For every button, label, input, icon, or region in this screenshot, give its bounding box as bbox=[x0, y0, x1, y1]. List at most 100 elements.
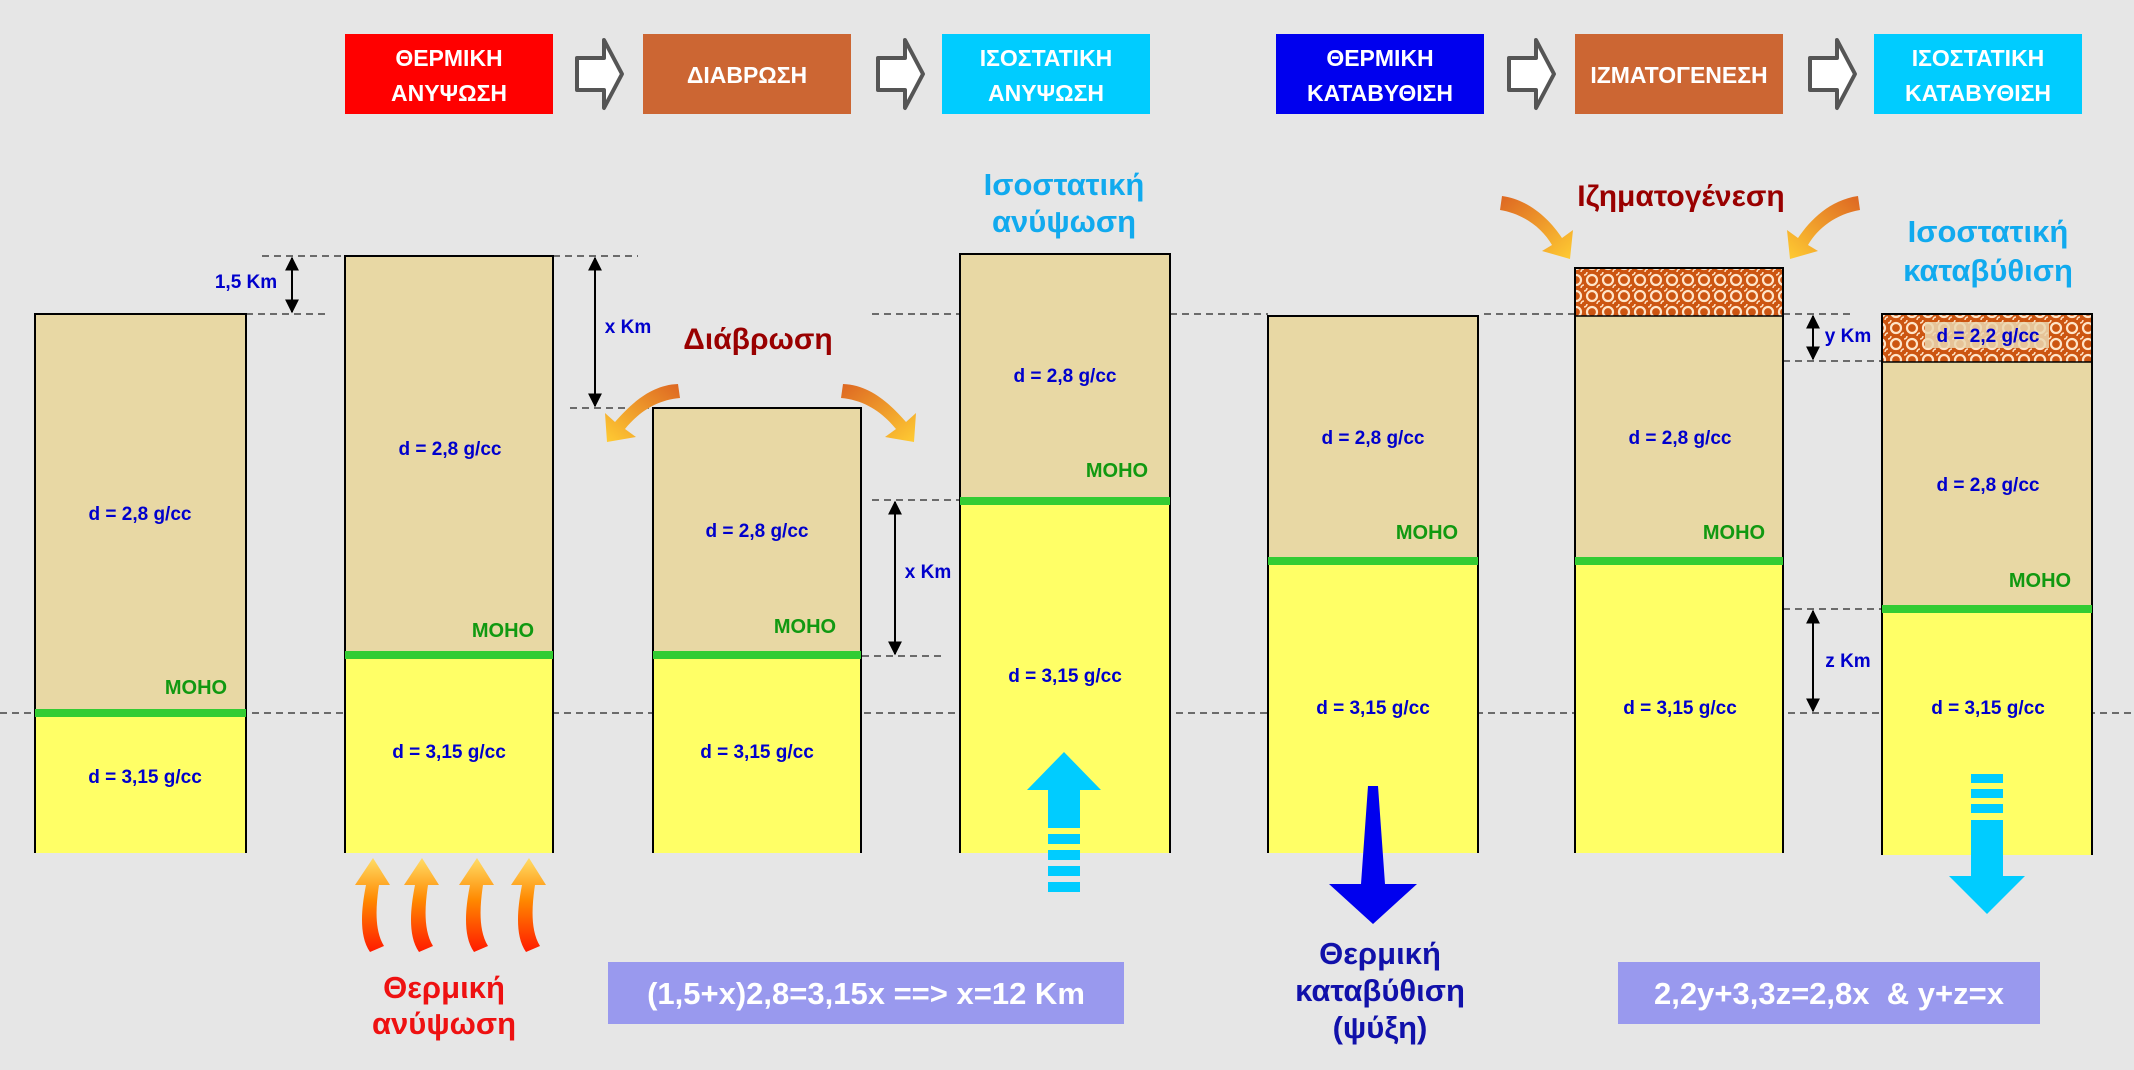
process-box-thermal-uplift-line2: ΑΝΥΨΩΣΗ bbox=[391, 80, 507, 106]
column-1-initial: d = 2,8 g/cc MOHO d = 3,15 g/cc bbox=[34, 313, 247, 853]
column-1-mantle-density: d = 3,15 g/cc bbox=[88, 767, 202, 788]
process-box-isostatic-subsidence-line2: ΚΑΤΑΒΥΘΙΣΗ bbox=[1905, 80, 2051, 106]
column-5-moho-label: MOHO bbox=[1396, 522, 1458, 544]
column-3-mantle-density: d = 3,15 g/cc bbox=[700, 742, 814, 763]
sedimentation-annotation: Ιζηματογένεση bbox=[1577, 180, 1784, 213]
column-5-crust bbox=[1268, 316, 1478, 562]
formula-box-uplift-bg bbox=[608, 962, 1124, 1024]
process-box-isostatic-subsidence: ΙΣΟΣΤΑΤΙΚΗ ΚΑΤΑΒΥΘΙΣΗ bbox=[1874, 34, 2082, 114]
process-box-erosion-bg bbox=[643, 34, 851, 114]
column-3-moho-label: MOHO bbox=[774, 616, 836, 638]
erosion-arrow-left-icon bbox=[605, 384, 680, 442]
column-1-moho-label: MOHO bbox=[165, 677, 227, 699]
column-4-moho-line bbox=[960, 497, 1170, 505]
column-2-crust bbox=[345, 256, 553, 656]
sedimentation-arrow-right-icon bbox=[1787, 196, 1860, 259]
column-3-moho-line bbox=[653, 651, 861, 659]
column-4-crust-density: d = 2,8 g/cc bbox=[1014, 366, 1117, 387]
column-1-crust-density: d = 2,8 g/cc bbox=[89, 504, 192, 525]
process-box-sedimentation-line1: ΙΖΜΑΤΟΓΕΝΕΣΗ bbox=[1590, 62, 1767, 88]
formula-box-uplift: (1,5+x)2,8=3,15x ==> x=12 Km bbox=[608, 962, 1124, 1024]
process-box-isostatic-uplift: ΙΣΟΣΤΑΤΙΚΗ ΑΝΥΨΩΣΗ bbox=[942, 34, 1150, 114]
column-2-crust-density: d = 2,8 g/cc bbox=[399, 439, 502, 460]
dim-z-label: z Km bbox=[1825, 651, 1870, 672]
column-7-moho-line bbox=[1882, 605, 2092, 613]
process-box-thermal-subsidence: ΘΕΡΜΙΚΗ ΚΑΤΑΒΥΘΙΣΗ bbox=[1276, 34, 1484, 114]
column-5-crust-density: d = 2,8 g/cc bbox=[1322, 428, 1425, 449]
column-2-moho-line bbox=[345, 651, 553, 659]
column-2-thermal-uplift: d = 2,8 g/cc MOHO d = 3,15 g/cc bbox=[344, 255, 554, 853]
column-6-crust-density: d = 2,8 g/cc bbox=[1629, 428, 1732, 449]
column-6-sedimentation: d = 2,8 g/cc MOHO d = 3,15 g/cc bbox=[1574, 267, 1784, 853]
isostatic-uplift-annotation-line1: Ισοστατική bbox=[984, 167, 1145, 202]
column-7-moho-label: MOHO bbox=[2009, 570, 2071, 592]
heat-arrow-1-icon bbox=[355, 858, 390, 952]
column-1-mantle bbox=[35, 713, 246, 853]
column-7-crust-density: d = 2,8 g/cc bbox=[1937, 475, 2040, 496]
column-4-moho-label: MOHO bbox=[1086, 460, 1148, 482]
process-box-thermal-subsidence-bg bbox=[1276, 34, 1484, 114]
column-5-moho-line bbox=[1268, 557, 1478, 565]
column-4-mantle-density: d = 3,15 g/cc bbox=[1008, 666, 1122, 687]
column-6-moho-line bbox=[1575, 557, 1783, 565]
column-7-sediment-label-bg bbox=[1925, 322, 2049, 348]
column-3-mantle bbox=[653, 655, 861, 853]
formula-box-subsidence: 2,2y+3,3z=2,8x & y+z=x bbox=[1618, 962, 2040, 1024]
dim-1-5-label: 1,5 Km bbox=[215, 272, 277, 293]
column-7-mantle-density: d = 3,15 g/cc bbox=[1931, 698, 2045, 719]
process-box-isostatic-uplift-bg bbox=[942, 34, 1150, 114]
process-box-thermal-uplift-line1: ΘΕΡΜΙΚΗ bbox=[395, 45, 502, 71]
process-box-thermal-subsidence-line2: ΚΑΤΑΒΥΘΙΣΗ bbox=[1307, 80, 1453, 106]
process-box-erosion-line1: ΔΙΑΒΡΩΣΗ bbox=[687, 62, 807, 88]
thermal-subsidence-annotation-line2: καταβύθιση bbox=[1295, 973, 1465, 1008]
column-7-mantle bbox=[1882, 609, 2092, 855]
thermal-uplift-annotation-line1: Θερμική bbox=[383, 970, 505, 1005]
process-box-erosion: ΔΙΑΒΡΩΣΗ bbox=[643, 34, 851, 114]
process-box-thermal-subsidence-line1: ΘΕΡΜΙΚΗ bbox=[1326, 45, 1433, 71]
process-box-sedimentation-bg bbox=[1575, 34, 1783, 114]
column-1-crust bbox=[35, 314, 246, 714]
column-3-erosion: d = 2,8 g/cc MOHO d = 3,15 g/cc bbox=[652, 407, 862, 853]
process-box-isostatic-subsidence-bg bbox=[1874, 34, 2082, 114]
flow-arrow-4-icon bbox=[1808, 38, 1857, 110]
column-5-mantle-density: d = 3,15 g/cc bbox=[1316, 698, 1430, 719]
isostatic-uplift-annotation-line2: ανύψωση bbox=[992, 204, 1136, 239]
flow-arrow-1-icon bbox=[575, 38, 624, 110]
column-6-mantle-density: d = 3,15 g/cc bbox=[1623, 698, 1737, 719]
column-4-crust bbox=[960, 254, 1170, 502]
erosion-annotation: Διάβρωση bbox=[683, 323, 832, 356]
column-2-mantle-density: d = 3,15 g/cc bbox=[392, 742, 506, 763]
thermal-subsidence-annotation-line3: (ψύξη) bbox=[1333, 1010, 1428, 1045]
formula-subsidence-text: 2,2y+3,3z=2,8x & y+z=x bbox=[1654, 976, 2005, 1011]
formula-box-subsidence-bg bbox=[1618, 962, 2040, 1024]
process-box-isostatic-subsidence-line1: ΙΣΟΣΤΑΤΙΚΗ bbox=[1912, 45, 2045, 71]
sedimentation-arrow-left-icon bbox=[1500, 196, 1573, 259]
column-7-sediment-density: d = 2,2 g/cc bbox=[1937, 326, 2040, 347]
heat-arrow-3-icon bbox=[459, 858, 494, 952]
process-box-isostatic-uplift-line1: ΙΣΟΣΤΑΤΙΚΗ bbox=[980, 45, 1113, 71]
column-6-mantle bbox=[1575, 561, 1783, 853]
thermal-uplift-annotation-line2: ανύψωση bbox=[372, 1006, 516, 1041]
heat-arrow-2-icon bbox=[404, 858, 439, 952]
dim-x-top-label: x Km bbox=[605, 317, 651, 338]
column-6-crust bbox=[1575, 316, 1783, 562]
isostatic-subsidence-arrow-icon bbox=[1949, 774, 2025, 914]
formula-uplift-text: (1,5+x)2,8=3,15x ==> x=12 Km bbox=[647, 976, 1085, 1011]
column-6-sediment-layer bbox=[1575, 268, 1783, 316]
thermal-uplift-heat-arrows bbox=[355, 858, 546, 952]
thermal-subsidence-annotation-line1: Θερμική bbox=[1319, 936, 1441, 971]
process-box-thermal-uplift: ΘΕΡΜΙΚΗ ΑΝΥΨΩΣΗ bbox=[345, 34, 553, 114]
thermal-subsidence-arrow-icon bbox=[1329, 786, 1417, 924]
flow-arrow-2-icon bbox=[876, 38, 925, 110]
process-box-sedimentation: ΙΖΜΑΤΟΓΕΝΕΣΗ bbox=[1575, 34, 1783, 114]
erosion-arrow-right-icon bbox=[841, 384, 916, 442]
isostatic-uplift-arrow-icon bbox=[1027, 752, 1101, 892]
column-6-moho-label: MOHO bbox=[1703, 522, 1765, 544]
column-3-crust-density: d = 2,8 g/cc bbox=[706, 521, 809, 542]
isostatic-subsidence-annotation-line2: καταβύθιση bbox=[1903, 253, 2073, 288]
column-5-thermal-subsidence: d = 2,8 g/cc MOHO d = 3,15 g/cc bbox=[1267, 315, 1479, 853]
isostatic-subsidence-annotation-line1: Ισοστατική bbox=[1908, 214, 2069, 249]
dim-x-mid-label: x Km bbox=[905, 562, 951, 583]
